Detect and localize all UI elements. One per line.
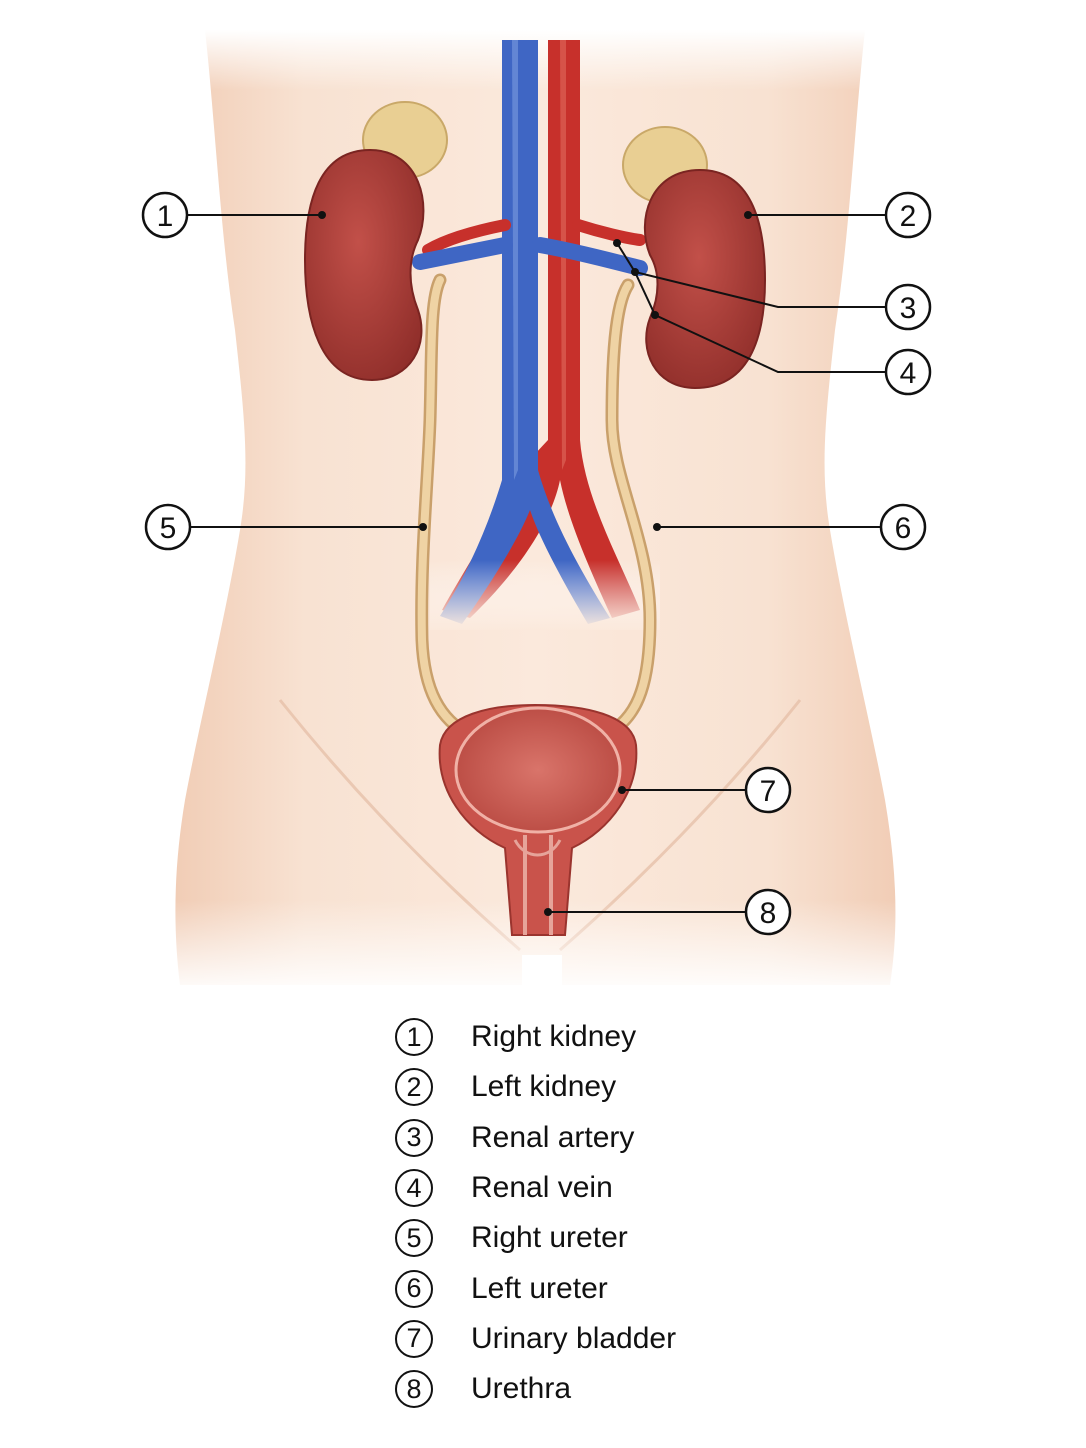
legend-item-urethra: 8 Urethra (395, 1364, 815, 1414)
legend-item-renal-vein: 4 Renal vein (395, 1163, 815, 1213)
callout-1[interactable]: 1 (141, 191, 189, 239)
svg-text:1: 1 (157, 200, 174, 233)
left-kidney (643, 168, 767, 390)
callout-6[interactable]: 6 (879, 503, 927, 551)
legend-number: 7 (395, 1319, 433, 1358)
callout-markers: 1 2 3 4 5 6 7 8 (141, 191, 932, 936)
legend-number: 8 (395, 1370, 433, 1409)
legend-label: Right ureter (471, 1221, 628, 1255)
svg-text:3: 3 (900, 292, 917, 325)
legend-number: 2 (395, 1068, 433, 1107)
legend-item-renal-artery: 3 Renal artery (395, 1113, 815, 1163)
callout-8[interactable]: 8 (744, 888, 792, 936)
callout-4[interactable]: 4 (884, 348, 932, 396)
legend-label: Renal vein (471, 1171, 613, 1205)
legend-label: Urinary bladder (471, 1321, 677, 1355)
legend-number: 3 (395, 1118, 433, 1157)
inferior-vena-cava (440, 40, 610, 624)
callout-3[interactable]: 3 (884, 283, 932, 331)
legend-item-urinary-bladder: 7 Urinary bladder (395, 1314, 815, 1364)
right-kidney (303, 148, 425, 382)
legend-label: Urethra (471, 1372, 572, 1406)
legend-item-left-ureter: 6 Left ureter (395, 1263, 815, 1313)
legend-item-right-kidney: 1 Right kidney (395, 1012, 815, 1062)
svg-text:2: 2 (900, 200, 917, 233)
callout-lines (188, 214, 885, 913)
legend-number: 1 (395, 1018, 433, 1057)
legend-number: 6 (395, 1269, 433, 1308)
legend-label: Left ureter (471, 1271, 608, 1305)
svg-text:4: 4 (900, 357, 917, 390)
svg-text:6: 6 (895, 512, 912, 545)
callout-7[interactable]: 7 (744, 766, 792, 814)
callout-dots (318, 211, 752, 916)
svg-text:5: 5 (160, 512, 177, 545)
legend-item-left-kidney: 2 Left kidney (395, 1062, 815, 1112)
legend: 1 Right kidney 2 Left kidney 3 Renal art… (395, 1012, 815, 1414)
legend-label: Left kidney (471, 1070, 617, 1104)
urinary-bladder (438, 703, 638, 936)
ureters (415, 273, 657, 742)
svg-text:7: 7 (760, 775, 777, 808)
legend-item-right-ureter: 5 Right ureter (395, 1213, 815, 1263)
legend-label: Right kidney (471, 1020, 637, 1054)
legend-label: Renal artery (471, 1120, 635, 1154)
callout-5[interactable]: 5 (144, 503, 192, 551)
legend-number: 5 (395, 1219, 433, 1258)
svg-text:8: 8 (760, 897, 777, 930)
legend-number: 4 (395, 1169, 433, 1208)
callout-2[interactable]: 2 (884, 191, 932, 239)
urinary-system-diagram: 1 2 3 4 5 6 7 8 (141, 30, 932, 995)
